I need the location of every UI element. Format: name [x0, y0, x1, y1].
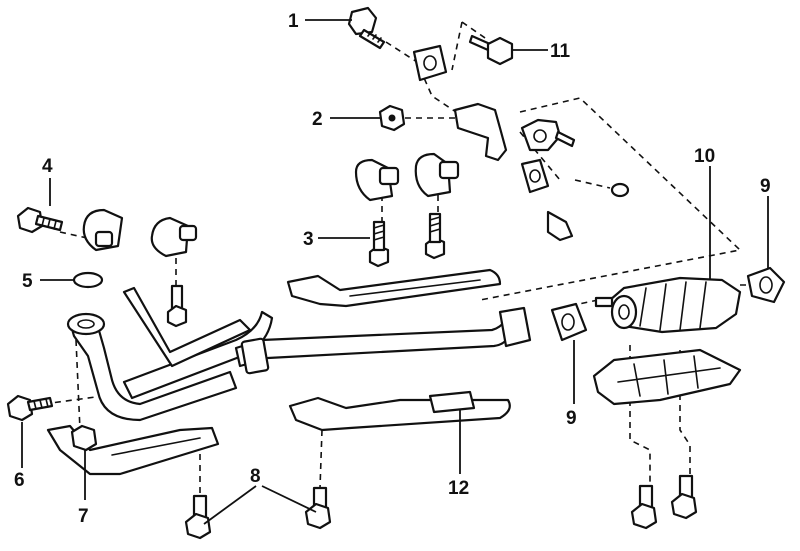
bolt-3-right	[424, 212, 446, 260]
callout-2: 2	[312, 109, 323, 130]
callout-leader-lines	[21, 19, 769, 525]
heat-shield-upper	[286, 268, 502, 308]
catalytic-converter-10	[594, 276, 742, 334]
converter-heat-shield	[592, 348, 742, 406]
bolt-11	[468, 34, 514, 66]
bolt-under-clamp	[166, 284, 188, 328]
callout-12: 12	[448, 478, 469, 499]
callout-10: 10	[694, 146, 715, 167]
rubber-hanger-top	[412, 44, 448, 82]
heat-shield-bracket	[122, 286, 252, 368]
bolt-6	[6, 394, 54, 422]
callout-11: 11	[550, 41, 571, 62]
callout-3: 3	[303, 229, 314, 250]
bolt-3-left	[368, 220, 390, 268]
bolt-8-left	[184, 494, 212, 540]
bolt-converter-right	[670, 474, 698, 520]
bolt-4	[16, 206, 64, 234]
callout-7: 7	[78, 506, 89, 527]
bolt-1	[347, 6, 386, 50]
gasket-9-front	[550, 302, 588, 342]
bolt-converter-left	[630, 484, 658, 530]
callout-labels: 1 2 3 4 5 6 7 8 9 9 10 11 12	[14, 11, 771, 527]
callout-9-rear: 9	[760, 176, 771, 197]
pipe-clamp-front	[82, 208, 124, 252]
nut-7	[70, 424, 98, 452]
callout-1: 1	[288, 11, 299, 32]
pipe-clamp-right	[414, 152, 460, 198]
nut-2	[378, 104, 406, 132]
callout-6: 6	[14, 470, 25, 491]
pipe-clamp-left	[354, 158, 400, 202]
gasket-9-rear	[746, 266, 786, 304]
callout-5: 5	[22, 271, 33, 292]
callout-9-front: 9	[566, 408, 577, 429]
heat-shield-12	[288, 390, 511, 432]
hanger-bracket-assembly	[453, 102, 630, 242]
intermediate-pipe	[234, 306, 532, 375]
gasket-5	[72, 271, 104, 289]
callout-8: 8	[250, 466, 261, 487]
callout-4: 4	[42, 156, 53, 177]
pipe-clamp-center	[150, 216, 198, 258]
